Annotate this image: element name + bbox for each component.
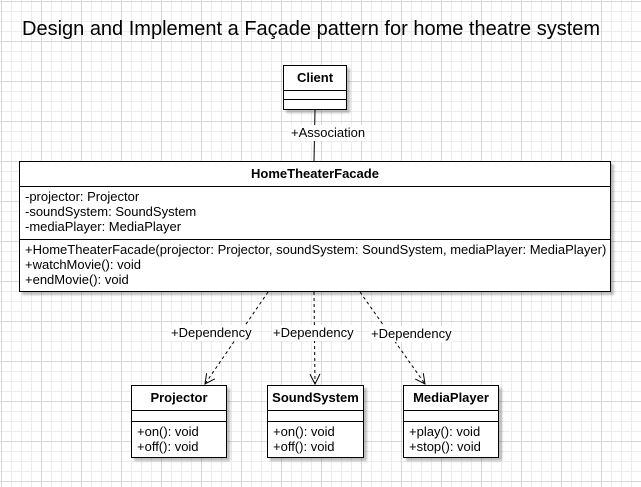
open-arrow-icon [309,373,321,386]
dependency-label-soundsystem: +Dependency [272,325,355,341]
class-methods: +on(): void +off(): void [132,422,226,456]
class-attributes-empty [404,411,498,422]
dependency-label-projector: +Dependency [170,325,253,341]
class-name: MediaPlayer [404,386,498,411]
class-name: SoundSystem [268,386,363,411]
association-label: +Association [290,125,367,141]
open-arrow-icon [414,373,426,385]
class-client[interactable]: Client [283,65,347,110]
attribute: -mediaPlayer: MediaPlayer [25,219,182,234]
class-attributes-empty [132,411,226,422]
open-arrow-icon [204,373,216,385]
method: +watchMovie(): void [25,257,141,272]
diagram-title: Design and Implement a Façade pattern fo… [22,18,601,40]
method: +on(): void [137,424,199,439]
class-media-player[interactable]: MediaPlayer +play(): void +stop(): void [403,385,499,458]
class-projector[interactable]: Projector +on(): void +off(): void [131,385,227,458]
class-attributes: -projector: Projector -soundSystem: Soun… [20,187,610,240]
attribute: -soundSystem: SoundSystem [25,204,197,219]
method: +off(): void [137,439,199,454]
attribute: -projector: Projector [25,189,140,204]
class-name: Projector [132,386,226,411]
method: +on(): void [273,424,335,439]
method: +off(): void [273,439,335,454]
dependency-label-mediaplayer: +Dependency [370,326,453,342]
method: +endMovie(): void [25,272,129,287]
class-name: Client [284,66,346,91]
class-attributes-empty [284,91,346,100]
class-name: HomeTheaterFacade [20,162,610,187]
class-attributes-empty [268,411,363,422]
method: +HomeTheaterFacade(projector: Projector,… [25,242,607,257]
class-methods-empty [284,100,346,109]
method: +play(): void [409,424,481,439]
dependency-soundsystem[interactable] [309,291,321,386]
class-methods: +play(): void +stop(): void [404,422,498,456]
class-home-theater-facade[interactable]: HomeTheaterFacade -projector: Projector … [19,161,611,292]
class-methods: +on(): void +off(): void [268,422,363,456]
class-sound-system[interactable]: SoundSystem +on(): void +off(): void [267,385,364,458]
class-methods: +HomeTheaterFacade(projector: Projector,… [20,240,610,289]
method: +stop(): void [409,439,481,454]
